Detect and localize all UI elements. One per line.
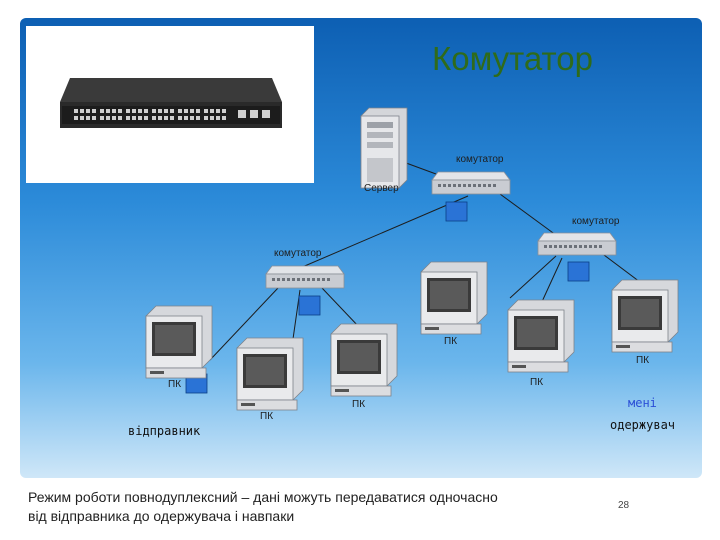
pc-label: ПК bbox=[352, 399, 365, 410]
sender-label: відправник bbox=[128, 424, 201, 438]
switch-right-label: комутатор bbox=[572, 216, 620, 227]
frame-square bbox=[445, 201, 468, 222]
switch-left-icon bbox=[265, 265, 345, 289]
frame-squares bbox=[185, 201, 590, 394]
frame-square bbox=[298, 295, 321, 316]
server-icon bbox=[360, 107, 408, 189]
pc-icon bbox=[507, 299, 575, 373]
switch-top-icon bbox=[431, 171, 511, 195]
pc-label: ПК bbox=[636, 355, 649, 366]
switch-right-icon bbox=[537, 232, 617, 256]
receiver-label: одержувач bbox=[610, 418, 676, 432]
slide-title: Комутатор bbox=[432, 40, 593, 77]
pc-label: ПК bbox=[530, 377, 543, 388]
page-number: 28 bbox=[618, 500, 630, 511]
switch-left-label: комутатор bbox=[274, 248, 322, 259]
rack-switch-image bbox=[60, 78, 282, 128]
pc-label: ПК bbox=[260, 411, 273, 422]
switch-top-label: комутатор bbox=[456, 154, 504, 165]
pc-icon bbox=[611, 279, 679, 353]
server-label: Сервер bbox=[364, 183, 399, 194]
pc-label: ПК bbox=[444, 336, 457, 347]
slide-caption: Режим роботи повнодуплексний – дані можу… bbox=[28, 489, 498, 524]
pc-icon bbox=[145, 305, 213, 379]
pc-label: ПК bbox=[168, 379, 181, 390]
receiver-label-top: мені bbox=[628, 396, 657, 410]
switch-photo bbox=[26, 26, 314, 183]
frame-square bbox=[567, 261, 590, 282]
pc-icon bbox=[420, 261, 488, 335]
pc-icon bbox=[330, 323, 398, 397]
pc-icon bbox=[236, 337, 304, 411]
